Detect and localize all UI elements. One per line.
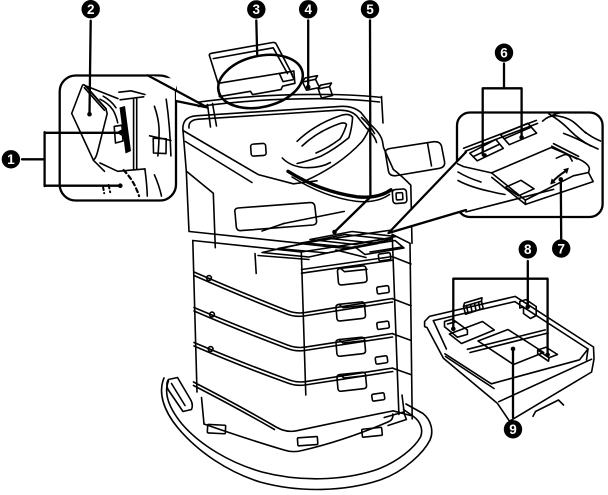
svg-text:4: 4 [304,2,312,17]
svg-text:2: 2 [87,2,95,17]
svg-text:9: 9 [509,422,517,437]
svg-text:5: 5 [366,2,374,17]
svg-text:1: 1 [7,152,15,167]
svg-text:8: 8 [524,242,532,257]
svg-text:7: 7 [557,241,565,256]
svg-text:3: 3 [253,2,261,17]
svg-text:6: 6 [500,46,508,61]
